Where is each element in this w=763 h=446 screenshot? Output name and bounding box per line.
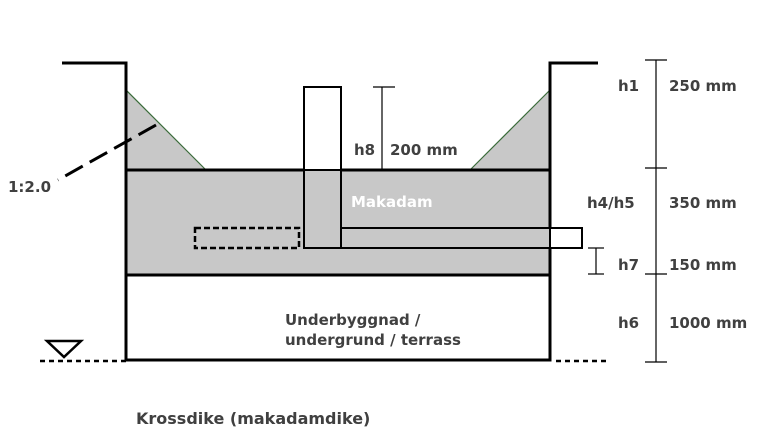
- left-slope-edge: [125, 89, 207, 171]
- dashed-pipe: [193, 226, 301, 250]
- riser-pipe-inside: [303, 169, 342, 249]
- right-slope-edge: [469, 89, 551, 171]
- h7-symbol: h7: [618, 256, 639, 274]
- drain-pipe-outlet: [549, 227, 583, 249]
- slope-ratio-label: 1:2.0: [8, 178, 51, 196]
- h4h5-value: 350 mm: [669, 194, 737, 212]
- h6-value: 1000 mm: [669, 314, 747, 332]
- h8-symbol: h8: [354, 141, 375, 159]
- subgrade-label-1: Underbyggnad /: [285, 311, 421, 329]
- diagram-caption: Krossdike (makadamdike): [136, 409, 370, 428]
- h1-value: 250 mm: [669, 77, 737, 95]
- riser-pipe-top: [303, 86, 342, 171]
- makadam-label: Makadam: [351, 193, 433, 211]
- h6-symbol: h6: [618, 314, 639, 332]
- slope-indicator-line: [57, 123, 157, 182]
- subgrade-label-2: undergrund / terrass: [285, 331, 461, 349]
- h7-value: 150 mm: [669, 256, 737, 274]
- trench-outline: [62, 61, 598, 362]
- water-level-triangle: [43, 339, 85, 359]
- h1-symbol: h1: [618, 77, 639, 95]
- drain-pipe: [340, 227, 583, 249]
- h4h5-symbol: h4/h5: [587, 194, 635, 212]
- h8-value: 200 mm: [390, 141, 458, 159]
